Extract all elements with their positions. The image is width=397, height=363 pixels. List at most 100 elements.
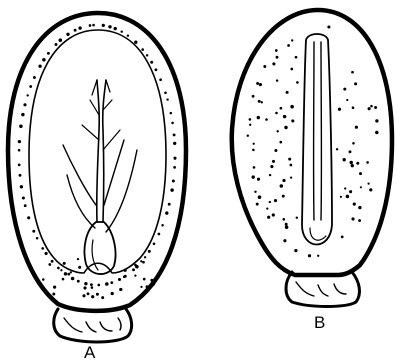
stipple-dot [55,43,58,46]
stipple-dot [290,68,293,71]
stipple-dot [60,269,62,271]
stipple-dot [120,30,122,32]
stipple-dot [19,174,22,177]
stipple-dot [140,260,142,262]
stipple-dot [269,201,271,203]
stipple-dot [48,263,51,266]
stipple-dot [161,224,164,227]
stipple-dot [63,262,66,265]
stipple-dot [22,197,25,200]
stipple-dot [19,125,23,129]
stipple-dot [47,52,50,55]
stipple-dot [153,283,155,285]
stipple-dot [346,195,350,199]
stipple-dot [52,293,55,296]
stipple-dot [164,92,167,95]
stipple-dot [65,272,67,274]
stipple-dot [346,99,348,101]
stipple-dot [38,65,41,68]
stipple-dot [358,219,361,222]
stipple-dot [67,273,70,276]
stipple-dot [254,191,256,193]
stipple-dot [274,149,277,152]
stipple-dot [349,150,352,153]
stipple-dot [124,275,127,278]
stipple-dot [256,203,259,206]
specimen-b-central-canal [302,34,332,245]
stipple-dot [78,26,81,29]
stipple-dot [77,258,79,260]
stipple-dot [77,280,80,283]
stipple-dot [71,277,75,281]
stipple-dot [18,149,21,152]
stipple-dot [257,116,260,119]
stipple-dot [82,294,85,297]
stipple-dot [20,185,23,188]
stipple-dot [249,118,252,121]
stipple-dot [258,195,262,199]
stipple-dot [108,25,111,28]
stipple-dot [119,288,122,291]
stipple-dot [327,25,330,28]
stipple-dot [165,211,168,214]
stipple-dot [168,203,171,206]
stipple-dot [91,295,94,298]
stipple-dot [341,236,344,239]
stipple-dot [286,91,289,94]
stipple-dot [78,266,81,269]
stipple-dot [291,39,293,41]
stipple-dot [282,195,285,198]
stipple-dot [91,286,94,289]
stipple-dot [375,131,378,134]
stipple-dot [282,179,285,182]
stipple-dot [143,278,146,281]
stipple-dot [252,175,255,178]
stipple-dot [259,83,262,86]
stipple-dot [159,78,162,81]
stipple-dot [249,124,251,126]
stipple-dot [87,292,90,295]
stipple-dot [150,61,153,64]
stipple-dot [343,88,346,91]
stipple-dot [252,95,255,98]
stipple-dot [42,58,46,62]
stipple-dot [21,113,24,116]
stipple-dot [23,103,26,106]
stipple-dot [359,172,362,175]
stipple-dot [263,65,266,68]
stipple-dot [150,279,153,282]
stipple-dot [173,133,176,136]
stipple-dot [247,134,249,136]
stipple-dot [141,48,144,51]
specimen-a-stalk [54,309,132,342]
stipple-dot [123,269,126,272]
stipple-dot [134,264,137,267]
stipple-dot [27,216,30,219]
stipple-dot [276,130,278,132]
stipple-dot [252,149,255,152]
stipple-dot [272,213,275,216]
stipple-dot [166,98,168,100]
stipple-dot [153,243,156,246]
stipple-dot [110,281,113,284]
stipple-dot [148,250,151,253]
stipple-dot [269,174,271,176]
stipple-dot [284,126,287,129]
stipple-dot [356,162,359,165]
stipple-dot [41,247,44,250]
stipple-dot [287,44,290,47]
stipple-dot [291,119,294,122]
specimen-a-filaments [63,80,137,232]
stipple-dot [270,165,273,168]
stipple-dot [26,94,28,96]
stipple-dot [127,34,129,36]
stipple-dot [338,108,341,111]
stipple-dot [173,142,176,145]
stipple-dot [171,122,174,125]
stipple-dot [146,54,148,56]
specimen-b-outer-wall [232,10,392,275]
stipple-dot [375,119,378,122]
stipple-dot [285,225,289,229]
stipple-dot [360,186,362,188]
